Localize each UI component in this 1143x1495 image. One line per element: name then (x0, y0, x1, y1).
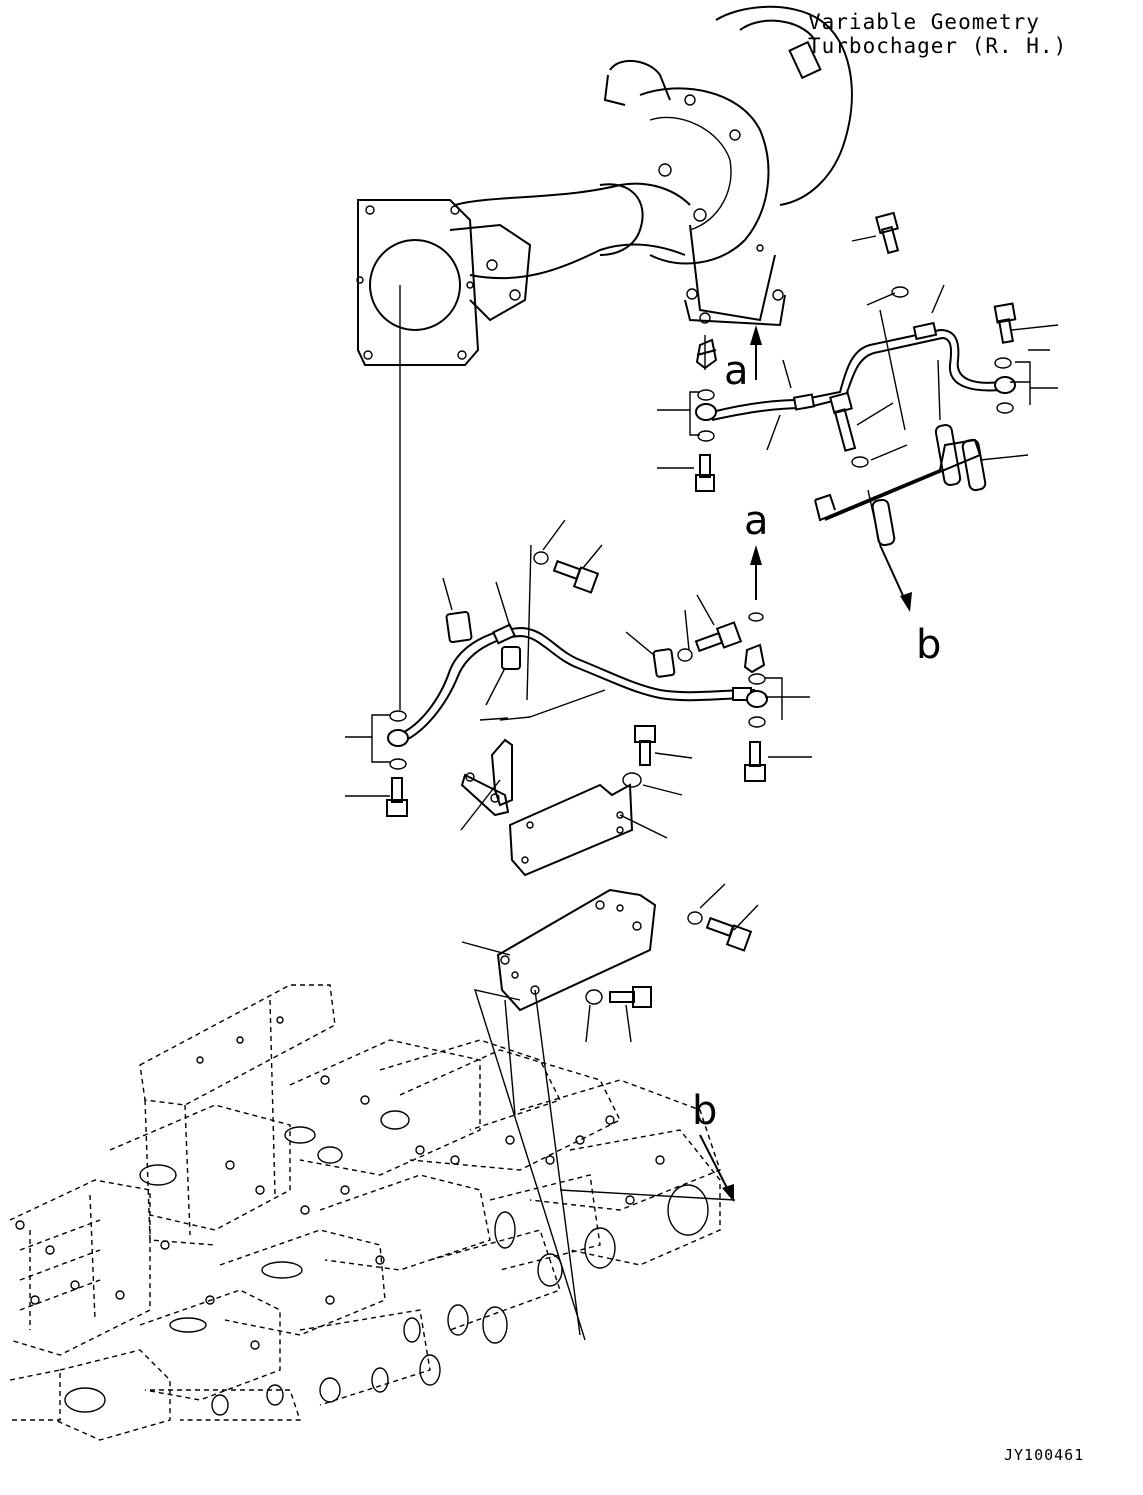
title-line-2: Turbochager (R. H.) (808, 34, 1068, 58)
bolt (829, 391, 857, 452)
drawing-code: JY100461 (1004, 1446, 1085, 1464)
pipe-ferrule (912, 321, 938, 341)
reference-label-a-upper: a (724, 348, 749, 394)
bolt (694, 621, 743, 653)
washer (622, 772, 642, 788)
pipe-ferrule (491, 623, 517, 645)
engine-bolts (15, 1075, 665, 1350)
clip-bracket (490, 738, 513, 807)
pipe-clip (652, 648, 676, 678)
bolt (386, 777, 408, 817)
gasket (748, 716, 766, 728)
pipe-clip (501, 646, 521, 670)
washer (585, 989, 603, 1005)
o-ring (748, 612, 764, 622)
bolt (634, 725, 656, 766)
gasket (389, 758, 407, 770)
gasket (697, 430, 715, 442)
turbocharger-assembly (356, 5, 853, 370)
upper-oil-pipe (657, 211, 1059, 612)
compressor-outlet (788, 40, 822, 80)
tube-sleeve (961, 438, 987, 492)
eye-joint (387, 729, 409, 747)
eye-joint (695, 403, 717, 421)
gasket (996, 402, 1014, 414)
gasket (389, 710, 407, 722)
heat-shield-plate (508, 783, 634, 877)
gasket (748, 673, 766, 685)
engine-cylinder-heads (9, 984, 736, 1441)
bolt (744, 741, 766, 782)
reference-label-b-right: b (916, 622, 942, 668)
lower-oil-pipe (345, 285, 812, 1043)
washer (533, 551, 549, 565)
gasket (994, 357, 1012, 369)
bolt (705, 916, 753, 952)
adapter-fitting (743, 643, 766, 674)
bolt (609, 986, 652, 1008)
pipe-ferrule (792, 393, 816, 411)
mounting-plate (496, 888, 657, 1012)
washer (851, 456, 869, 468)
eye-joint (746, 690, 768, 708)
pipe-clip (445, 610, 473, 644)
bolt (695, 454, 715, 492)
washer (891, 286, 909, 298)
washer (687, 911, 703, 925)
tube-sleeve (934, 424, 962, 486)
eye-joint (994, 376, 1016, 394)
title-line-1: Variable Geometry (808, 10, 1040, 34)
exhaust-flange (357, 199, 480, 366)
clip-plate (460, 773, 510, 817)
bolt (552, 559, 600, 594)
reference-label-a-lower: a (744, 498, 769, 544)
turbo-adapter-fitting (695, 338, 718, 370)
washer (677, 648, 693, 662)
reference-label-b-lower: b (692, 1088, 718, 1134)
gasket (697, 389, 715, 401)
bolt (993, 302, 1017, 344)
bolt (875, 211, 900, 255)
